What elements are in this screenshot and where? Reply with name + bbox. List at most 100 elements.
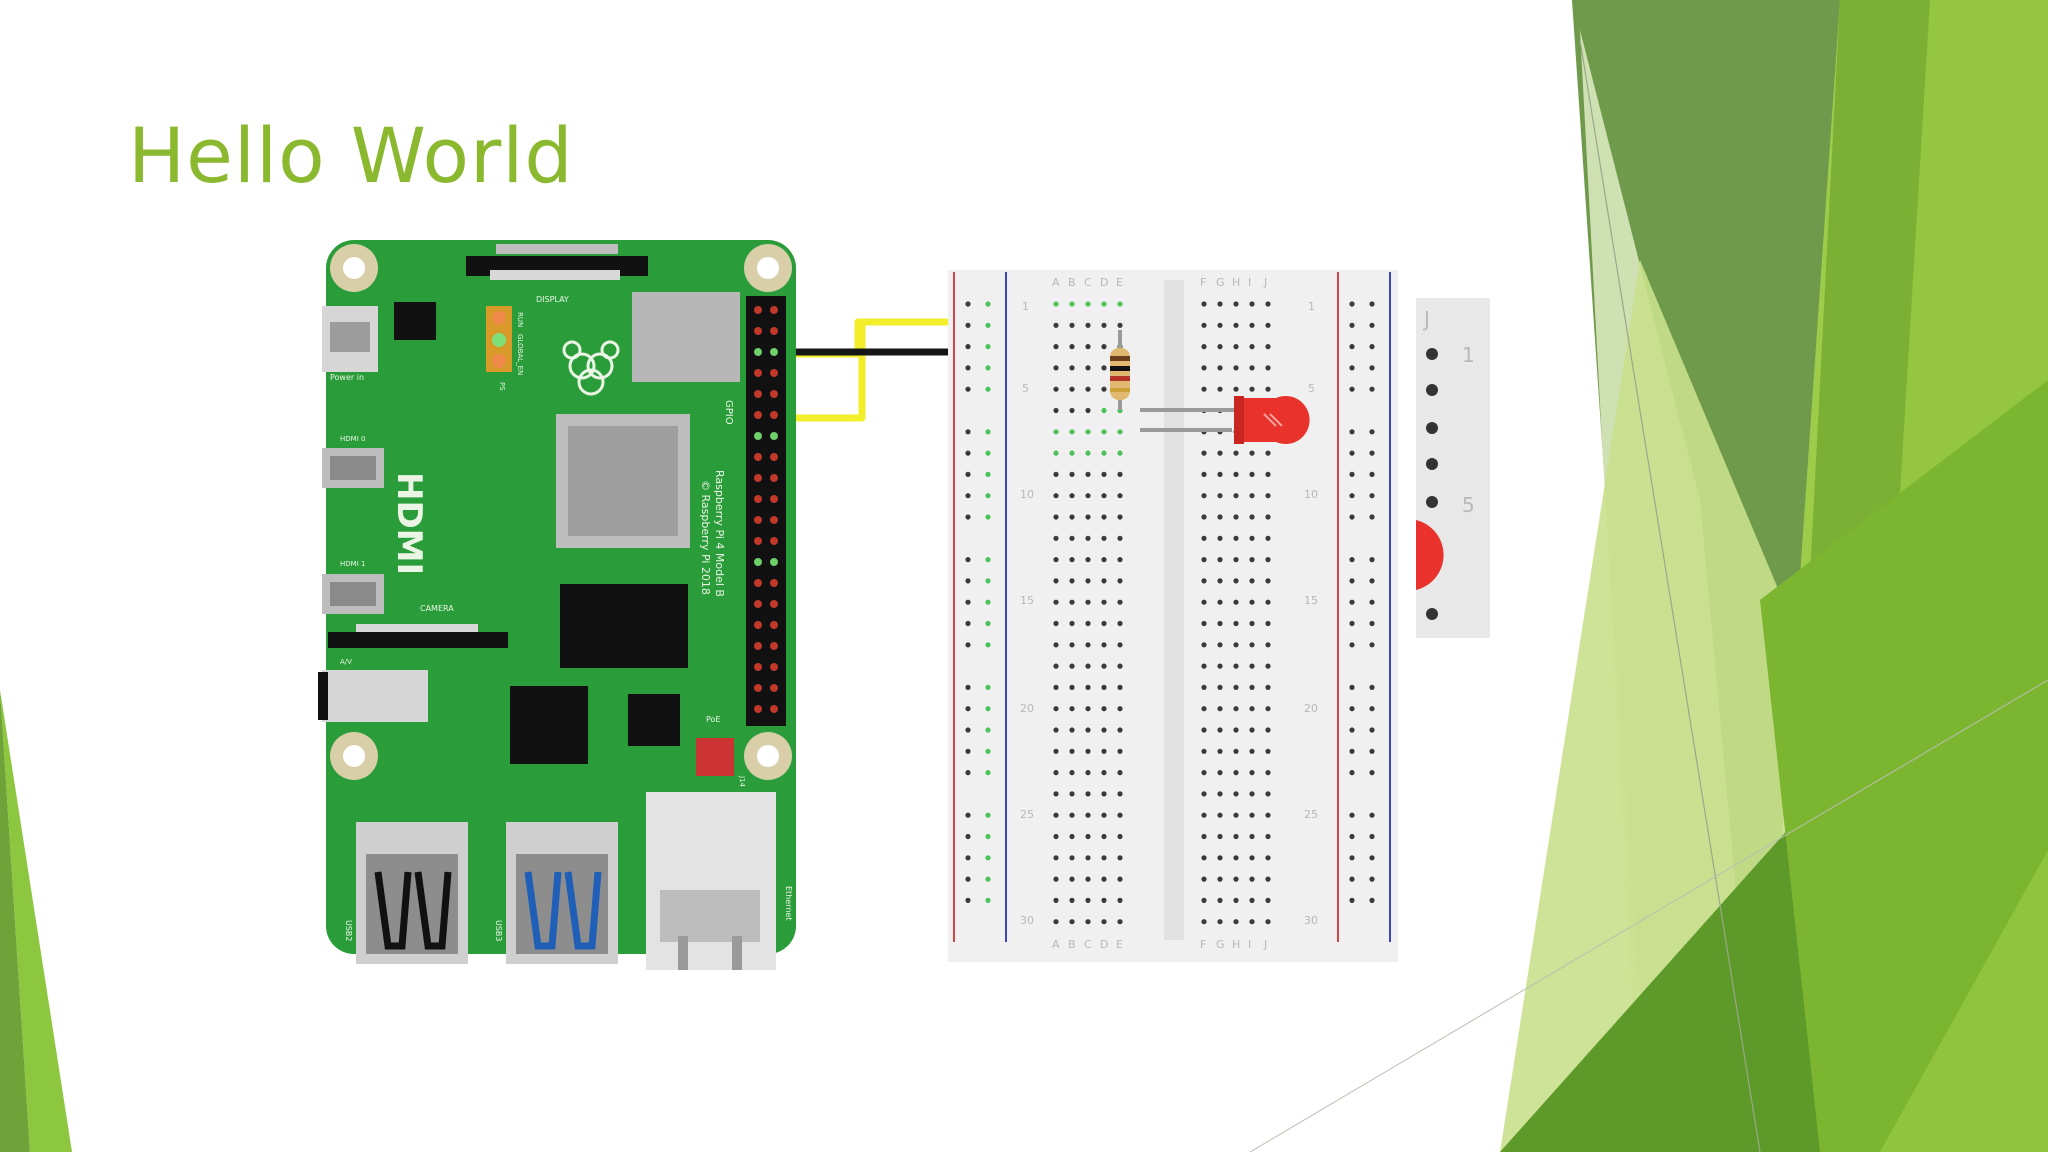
breadboard-hole [1369,386,1375,392]
breadboard-hole [1249,748,1255,754]
breadboard-hole [1265,493,1271,499]
breadboard-hole [1233,919,1239,925]
breadboard-hole [1085,706,1091,712]
breadboard-hole [1085,386,1091,392]
breadboard-hole [1233,663,1239,669]
ethernet-label: Ethernet [784,886,793,920]
breadboard-hole [985,578,991,584]
breadboard-hole [1101,578,1107,584]
gpio-label: GPIO [723,400,734,425]
breadboard-hole [1233,791,1239,797]
breadboard-hole [1069,407,1075,414]
breadboard-hole [1117,706,1123,712]
breadboard-hole [1249,620,1255,627]
breadboard-hole [1085,897,1091,904]
breadboard-hole [1233,812,1239,818]
breadboard-hole [1069,684,1075,691]
breadboard-hole [1201,684,1207,691]
breadboard-hole [1201,514,1207,520]
column-label-g: G [1216,276,1225,289]
hdmi0-label: HDMI 0 [340,435,365,443]
breadboard-hole [1369,706,1375,712]
camera-connector [328,632,508,648]
breadboard-hole [1053,599,1059,605]
breadboard-hole [965,770,971,776]
gpio-pin [770,516,778,524]
breadboard-hole [985,770,991,776]
breadboard-hole [965,301,971,307]
breadboard-hole [1101,429,1107,435]
breadboard-hole [1117,578,1123,584]
breadboard-hole [1069,514,1075,520]
side-strip-row-1: 1 [1462,343,1475,367]
breadboard-hole [1053,365,1059,371]
breadboard-hole [1201,471,1207,477]
row-number-1-right: 1 [1308,300,1315,313]
breadboard-hole [1217,599,1223,605]
breadboard-hole [1217,663,1223,669]
breadboard-hole [1249,855,1255,861]
display-label: DISPLAY [536,295,569,304]
usb3-label: USB3 [494,920,503,942]
breadboard-hole [1085,578,1091,584]
breadboard-hole [1069,919,1075,925]
breadboard-hole [1069,706,1075,712]
breadboard-hole [1101,493,1107,499]
gpio-header [746,296,786,726]
breadboard-hole [1265,706,1271,712]
breadboard-hole [985,322,991,328]
breadboard-hole [965,748,971,754]
breadboard-hole [1349,748,1355,754]
breadboard-hole [1265,770,1271,776]
gpio-pin [754,663,762,671]
breadboard-hole [1069,620,1075,627]
breadboard: A B C D E F G H I J A B C D E F G H I J … [948,270,1398,962]
column-label-c: C [1084,276,1092,289]
breadboard-hole [1053,407,1059,414]
gpio-pin [754,495,762,503]
gpio-pin [754,474,762,482]
breadboard-hole [1117,301,1123,307]
breadboard-hole [985,876,991,882]
gpio-pin [770,705,778,713]
breadboard-hole [1101,365,1107,371]
breadboard-column-labels-bottom: A B C D E F G H I J [1052,938,1267,951]
gpio-pin [754,621,762,629]
breadboard-hole [1101,471,1107,477]
breadboard-hole [1369,599,1375,605]
breadboard-hole [1101,706,1107,712]
breadboard-hole [1201,727,1207,733]
breadboard-hole [1085,599,1091,605]
gpio-pin [770,537,778,545]
breadboard-hole [1233,365,1239,371]
breadboard-hole [1101,344,1107,350]
row-number-5: 5 [1022,382,1029,395]
row-number-20-right: 20 [1304,702,1318,715]
breadboard-hole [1349,386,1355,392]
breadboard-hole [1233,578,1239,584]
breadboard-hole [1201,919,1207,925]
side-strip-column-label: J [1422,307,1430,331]
breadboard-hole [1349,876,1355,882]
breadboard-hole [985,301,991,307]
row-number-25: 25 [1020,808,1034,821]
breadboard-hole [1101,727,1107,733]
column-label-e: E [1116,276,1123,289]
breadboard-hole [1069,812,1075,818]
breadboard-hole [985,833,991,840]
breadboard-hole [1117,493,1123,499]
hdmi1-label: HDMI 1 [340,560,365,568]
breadboard-hole [1217,578,1223,584]
gpio-pin [754,537,762,545]
breadboard-hole [1053,493,1059,499]
breadboard-hole [1069,557,1075,563]
breadboard-hole [1217,855,1223,861]
breadboard-hole [1085,642,1091,648]
breadboard-hole [985,812,991,818]
breadboard-hole [1117,833,1123,840]
breadboard-hole [1217,684,1223,691]
gpio-pin [754,327,762,335]
gpio-pin [754,642,762,650]
breadboard-hole [965,897,971,904]
